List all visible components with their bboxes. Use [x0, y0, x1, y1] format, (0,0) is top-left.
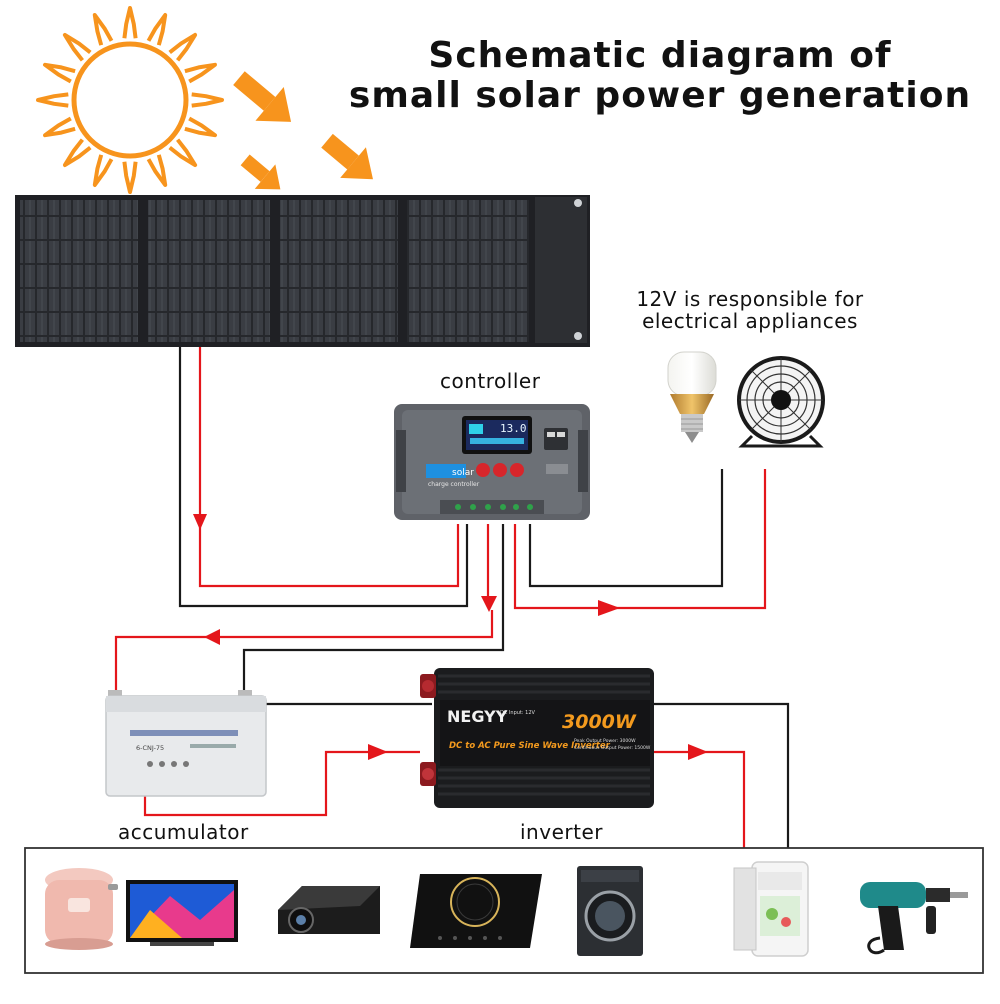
sun-ray	[122, 6, 138, 39]
loads-label: 12V is responsible for electrical applia…	[636, 287, 864, 333]
washing-machine-icon	[577, 866, 643, 956]
inverter-rating: 3000W	[562, 711, 637, 733]
sunlight-arrow-icon	[321, 133, 373, 180]
page-title: Schematic diagram of small solar power g…	[330, 36, 990, 116]
inverter-dc-input: DC Input: 12V	[500, 710, 536, 716]
sun-ray	[184, 116, 217, 138]
sun-icon	[36, 6, 224, 194]
sun-ray	[62, 32, 92, 62]
sun-ray	[146, 13, 168, 46]
inverter-continuous: Continuous Output Power: 1500W	[574, 745, 651, 751]
sun-ray	[184, 62, 217, 84]
mini-fridge-icon	[733, 861, 809, 957]
desk-fan-icon	[737, 356, 825, 448]
sun-ray	[36, 92, 69, 108]
sun-ray	[43, 116, 76, 138]
battery-icon: 6-CNJ-75	[105, 690, 267, 797]
sun-ray	[191, 92, 224, 108]
sun-ray	[43, 62, 76, 84]
sun-ray	[168, 138, 198, 168]
appliance-frame	[24, 847, 984, 974]
solar-panel-icon	[15, 195, 590, 347]
sun-ray	[92, 154, 114, 187]
induction-cooker-icon	[410, 874, 542, 948]
rice-cooker-icon	[45, 868, 118, 950]
sun-ray	[168, 32, 198, 62]
light-bulb-icon	[667, 351, 717, 443]
charge-controller-icon: 13.0 solar charge controller	[394, 404, 590, 520]
inverter-peak: Peak Output Power: 3000W	[574, 738, 636, 744]
sunlight-arrow-icon	[233, 71, 292, 122]
electric-drill-icon	[860, 882, 968, 955]
sunlight-arrow-icon	[240, 154, 281, 190]
controller-label: controller	[440, 369, 541, 393]
inverter-label: inverter	[520, 820, 603, 844]
positive-wires	[114, 347, 767, 848]
controller-sub-text: charge controller	[428, 481, 480, 488]
projector-icon	[278, 886, 380, 934]
sun-ray	[146, 154, 168, 187]
sun-ray	[122, 161, 138, 194]
battery-model-text: 6-CNJ-75	[136, 744, 164, 752]
title-line-1: Schematic diagram of	[428, 35, 892, 76]
accumulator-label: accumulator	[118, 820, 249, 844]
controller-display: 13.0	[500, 422, 527, 435]
negative-wires	[178, 347, 790, 848]
tv-icon	[126, 880, 238, 946]
inverter-brand: NEGYY	[447, 707, 508, 726]
sun-ray	[92, 13, 114, 46]
sun-ray	[62, 138, 92, 168]
title-line-2: small solar power generation	[348, 75, 972, 116]
controller-brand-text: solar	[452, 468, 474, 478]
inverter-icon: NEGYY DC Input: 12V 3000W DC to AC Pure …	[420, 668, 654, 808]
current-direction-arrows	[193, 514, 708, 760]
inverter-subtitle: DC to AC Pure Sine Wave Inverter	[449, 741, 611, 751]
